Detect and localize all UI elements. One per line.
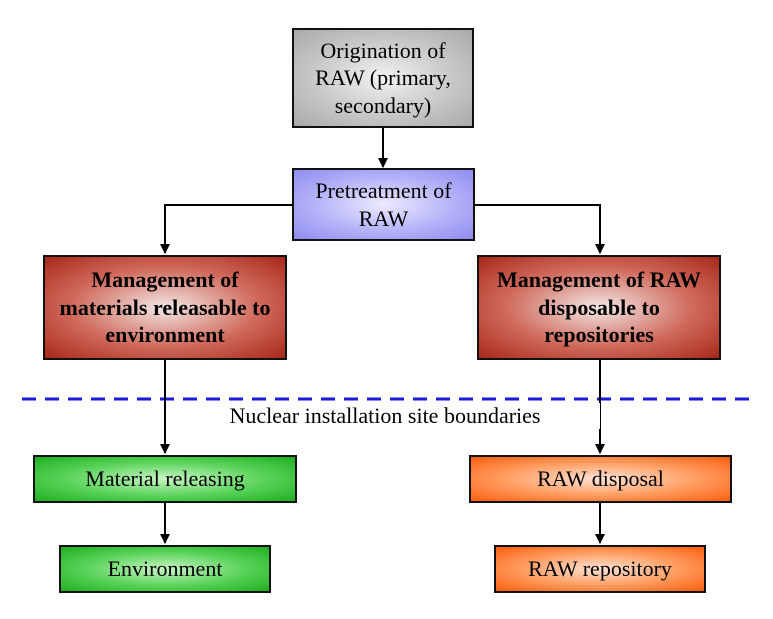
node-material-releasing: Material releasing xyxy=(33,455,297,503)
node-origination-label: Origination of RAW (primary, secondary) xyxy=(315,37,451,118)
node-material-releasing-label: Material releasing xyxy=(85,466,245,492)
node-raw-disposal: RAW disposal xyxy=(469,455,732,503)
node-pretreatment-label: Pretreatment of RAW xyxy=(315,178,452,231)
node-origination: Origination of RAW (primary, secondary) xyxy=(292,28,474,128)
node-management-releasable: Management of materials releasable to en… xyxy=(43,255,287,360)
node-raw-repository-label: RAW repository xyxy=(528,556,672,582)
arrow-pretreatment-to-disposable xyxy=(475,204,605,254)
node-management-disposable-label: Management of RAW disposable to reposito… xyxy=(496,267,702,348)
node-environment: Environment xyxy=(59,545,271,593)
node-pretreatment: Pretreatment of RAW xyxy=(292,168,475,241)
node-management-releasable-label: Management of materials releasable to en… xyxy=(59,267,271,348)
node-management-disposable: Management of RAW disposable to reposito… xyxy=(477,255,721,360)
site-boundary-label: Nuclear installation site boundaries xyxy=(170,403,600,429)
node-raw-disposal-label: RAW disposal xyxy=(537,466,664,492)
arrow-pretreatment-to-releasable xyxy=(160,204,292,254)
node-raw-repository: RAW repository xyxy=(494,545,706,593)
node-environment-label: Environment xyxy=(107,556,223,582)
